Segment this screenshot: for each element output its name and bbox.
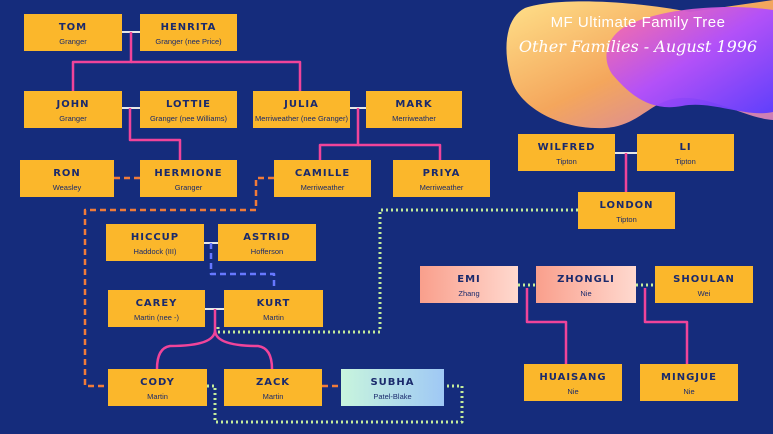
- person-surname: Haddock (III): [133, 247, 177, 256]
- dashed-line-camille-cody: [83, 176, 274, 388]
- person-surname: Nie: [567, 387, 579, 396]
- person-card-astrid[interactable]: ASTRID Hofferson: [218, 224, 316, 261]
- person-name: HUAISANG: [539, 372, 607, 383]
- person-surname: Martin: [263, 313, 284, 322]
- chart-subtitle: Other Families - August 1996: [518, 37, 758, 56]
- person-surname: Martin: [147, 392, 168, 401]
- person-name: KURT: [256, 298, 291, 309]
- child-line-granger-parents: [71, 32, 133, 91]
- child-line-martin-kids: [155, 309, 274, 370]
- person-surname: Merriweather: [419, 183, 464, 192]
- person-card-carey[interactable]: CAREY Martin (nee -): [108, 290, 205, 327]
- person-card-mingjue[interactable]: MINGJUE Nie: [640, 364, 738, 401]
- person-name: JULIA: [284, 99, 319, 110]
- person-card-zhongli[interactable]: ZHONGLI Nie: [536, 266, 636, 303]
- child-line-granger-siblings: [131, 60, 302, 91]
- person-card-cody[interactable]: CODY Martin: [108, 369, 207, 406]
- person-name: LI: [679, 142, 692, 153]
- person-card-subha[interactable]: SUBHA Patel-Blake: [341, 369, 444, 406]
- person-name: HICCUP: [130, 232, 180, 243]
- person-name: WILFRED: [537, 142, 596, 153]
- person-name: JOHN: [56, 99, 90, 110]
- person-card-mark[interactable]: MARK Merriweather: [366, 91, 462, 128]
- person-card-lottie[interactable]: LOTTIE Granger (nee Williams): [140, 91, 237, 128]
- person-surname: Merriweather (nee Granger): [255, 114, 348, 123]
- person-surname: Patel-Blake: [373, 392, 412, 401]
- person-surname: Granger (nee Price): [155, 37, 222, 46]
- dotted-line-london-kurt: [216, 208, 578, 334]
- person-name: SUBHA: [370, 377, 415, 388]
- person-card-kurt[interactable]: KURT Martin: [224, 290, 323, 327]
- person-surname: Tipton: [556, 157, 577, 166]
- person-card-huaisang[interactable]: HUAISANG Nie: [524, 364, 622, 401]
- person-card-hiccup[interactable]: HICCUP Haddock (III): [106, 224, 204, 261]
- person-surname: Martin: [262, 392, 284, 401]
- person-card-john[interactable]: JOHN Granger: [24, 91, 122, 128]
- person-surname: Hofferson: [250, 247, 284, 256]
- person-surname: Tipton: [675, 157, 696, 166]
- person-surname: Martin (nee -): [133, 313, 179, 322]
- person-name: CAMILLE: [294, 168, 351, 179]
- person-card-hermione[interactable]: HERMIONE Granger: [140, 160, 237, 197]
- person-card-wilfred[interactable]: WILFRED Tipton: [518, 134, 615, 171]
- person-card-henrita[interactable]: HENRITA Granger (nee Price): [140, 14, 237, 51]
- person-name: ZACK: [255, 377, 291, 388]
- person-card-camille[interactable]: CAMILLE Merriweather: [274, 160, 371, 197]
- person-surname: Nie: [580, 289, 592, 298]
- person-name: EMI: [457, 274, 481, 285]
- person-surname: Wei: [697, 289, 711, 298]
- person-name: HERMIONE: [154, 168, 223, 179]
- person-surname: Merriweather: [392, 114, 436, 123]
- person-name: LONDON: [599, 200, 654, 211]
- person-surname: Merriweather: [300, 183, 345, 192]
- person-name: ASTRID: [243, 232, 291, 243]
- person-surname: Granger: [174, 183, 203, 192]
- person-card-emi[interactable]: EMI Zhang: [420, 266, 518, 303]
- person-name: MINGJUE: [661, 372, 717, 383]
- person-name: PRIYA: [422, 168, 461, 179]
- person-card-tom[interactable]: TOM Granger: [24, 14, 122, 51]
- person-card-julia[interactable]: JULIA Merriweather (nee Granger): [253, 91, 350, 128]
- person-surname: Nie: [683, 387, 695, 396]
- child-line-hermione: [128, 108, 182, 160]
- person-surname: Granger: [59, 114, 87, 123]
- person-card-li[interactable]: LI Tipton: [637, 134, 734, 171]
- person-surname: Tipton: [616, 215, 637, 224]
- person-name: LOTTIE: [166, 99, 211, 110]
- dotted-line-cody-subha: [207, 384, 464, 424]
- person-card-priya[interactable]: PRIYA Merriweather: [393, 160, 490, 197]
- person-surname: Weasley: [52, 183, 82, 192]
- child-line-merriweather-kids: [318, 108, 360, 160]
- person-name: CODY: [140, 377, 175, 388]
- person-name: ZHONGLI: [557, 274, 615, 285]
- person-name: HENRITA: [160, 22, 217, 33]
- person-name: TOM: [58, 22, 88, 33]
- person-surname: Granger (nee Williams): [149, 114, 228, 123]
- person-name: RON: [53, 168, 81, 179]
- child-line-merriweather-priya: [358, 143, 442, 160]
- person-card-shoulan[interactable]: SHOULAN Wei: [655, 266, 753, 303]
- child-line-huaisang: [525, 288, 568, 364]
- dashed-line-hiccup-kurt: [209, 243, 276, 290]
- person-name: SHOULAN: [673, 274, 735, 285]
- person-card-london[interactable]: LONDON Tipton: [578, 192, 675, 229]
- child-line-mingjue: [643, 288, 689, 364]
- chart-title: MF Ultimate Family Tree: [550, 14, 726, 31]
- person-card-ron[interactable]: RON Weasley: [20, 160, 114, 197]
- person-surname: Zhang: [458, 289, 480, 298]
- person-name: CAREY: [135, 298, 178, 309]
- person-card-zack[interactable]: ZACK Martin: [224, 369, 322, 406]
- person-name: MARK: [395, 99, 433, 110]
- person-surname: Granger: [59, 37, 87, 46]
